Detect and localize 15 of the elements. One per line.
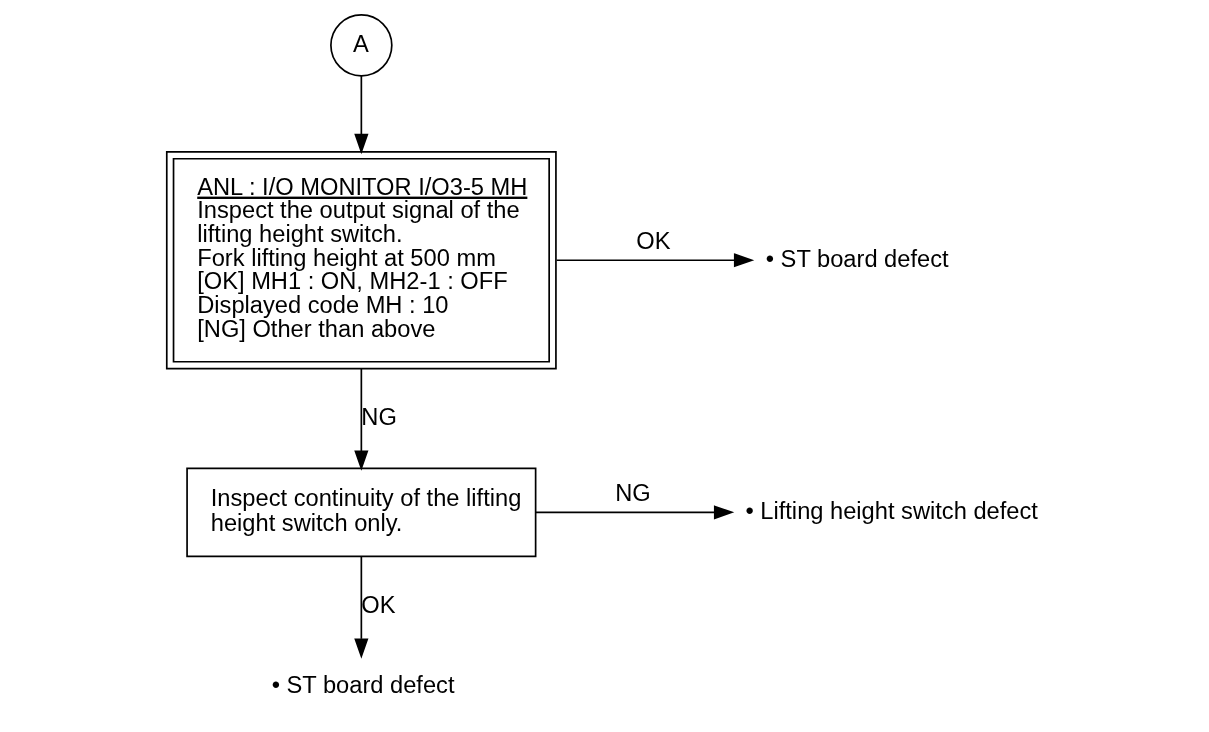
arrow — [353, 555, 368, 659]
arrow — [353, 368, 368, 471]
arrow — [555, 253, 754, 268]
node-text: • ST board defect — [765, 245, 949, 272]
node-text: • Lifting height switch defect — [744, 497, 1038, 524]
edge-label: OK — [360, 591, 396, 618]
edge-label: NG — [614, 479, 651, 506]
edge-label: OK — [635, 227, 671, 254]
edge-label: NG — [360, 403, 397, 430]
node-box: Inspect continuity of the lifting height switch only. — [185, 467, 536, 558]
arrow — [534, 505, 734, 520]
arrow — [353, 75, 368, 155]
node-circle: A — [329, 14, 393, 77]
node-box: ANL : I/O MONITOR I/O3-5 MH Inspect the output signal of the lifting height switch. Fork lifting height at 500 mm [OK] MH1 : ON, MH2-1 : OFF Displayed code MH : 10 [NG] Other than above — [165, 151, 557, 370]
node-text: • ST board defect — [271, 671, 455, 698]
